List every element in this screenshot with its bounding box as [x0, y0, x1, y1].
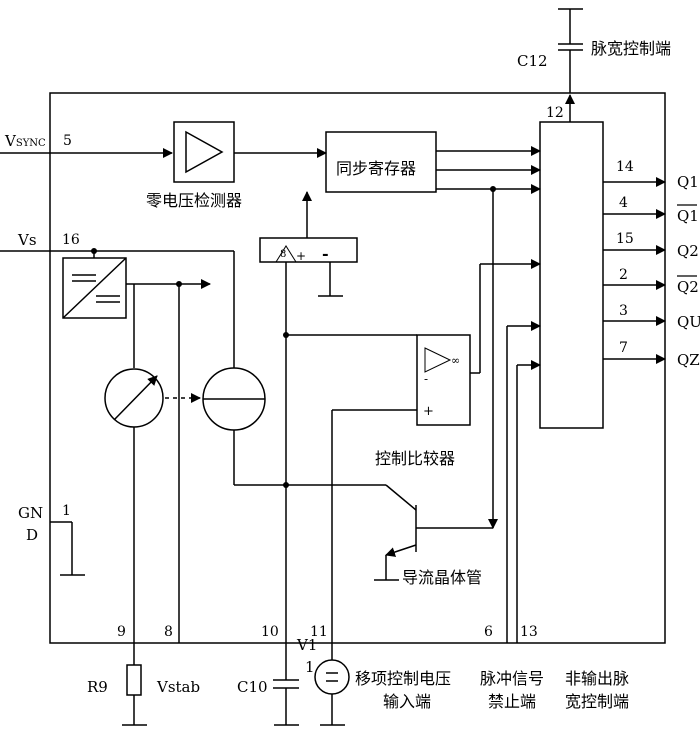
vs-label: Vs — [17, 231, 37, 249]
pin-6: 6 — [484, 624, 493, 640]
v1-label: V1 — [296, 636, 317, 654]
pin-8: 8 — [164, 624, 173, 640]
output-q1: Q1 — [677, 173, 699, 191]
comparator-plus: + — [423, 404, 434, 419]
amp-plus: + — [296, 249, 306, 263]
pin-12: 12 — [546, 105, 564, 121]
transistor-label: 导流晶体管 — [402, 568, 482, 587]
pin-16: 16 — [62, 232, 80, 248]
output-q2: Q2 — [677, 242, 699, 260]
v1-pin-label: 1 — [305, 658, 315, 676]
control-comparator-label: 控制比较器 — [375, 449, 455, 468]
comparator-infinity: ∞ — [451, 354, 460, 367]
output-qz: QZ — [677, 351, 700, 369]
sync-register-label: 同步寄存器 — [336, 159, 416, 178]
pin-3: 3 — [619, 303, 628, 319]
gnd-label-bottom: D — [26, 526, 38, 544]
pulse-inhibit-label-1: 脉冲信号 — [480, 669, 544, 688]
zero-detector-box — [173, 121, 235, 183]
c12-label: C12 — [517, 52, 548, 70]
reference-source-box — [62, 257, 127, 319]
vsync-label: VSYNC — [4, 132, 46, 150]
phase-control-label-2: 输入端 — [383, 692, 431, 711]
gnd-label-top: GN — [18, 504, 43, 522]
phase-control-label-1: 移项控制电压 — [355, 669, 451, 688]
pin-5: 5 — [63, 133, 72, 149]
vstab-label: Vstab — [156, 678, 200, 696]
amp-pin-8: 8 — [280, 249, 286, 260]
output-logic-block — [539, 121, 604, 429]
pin-13: 13 — [520, 624, 538, 640]
amp-box — [259, 237, 358, 263]
meter-circle — [104, 368, 164, 428]
output-qu: QU — [677, 313, 700, 331]
pulse-width-control-label: 脉宽控制端 — [591, 39, 671, 58]
zero-detector-label: 零电压检测器 — [146, 191, 242, 210]
output-q2-bar: Q2 — [677, 278, 699, 296]
r9-label: R9 — [87, 678, 108, 696]
pin-4: 4 — [619, 195, 628, 211]
non-output-label-2: 宽控制端 — [565, 692, 629, 711]
pin-11: 11 — [310, 624, 328, 640]
pin-10: 10 — [261, 624, 279, 640]
ic-boundary — [49, 92, 666, 644]
pin-15: 15 — [616, 231, 634, 247]
output-q1-bar: Q1 — [677, 207, 699, 225]
pin-2: 2 — [619, 267, 628, 283]
c10-label: C10 — [237, 678, 268, 696]
comparator-box — [416, 334, 471, 426]
sync-register-box — [325, 131, 437, 193]
non-output-label-1: 非输出脉 — [565, 669, 629, 688]
pulse-inhibit-label-2: 禁止端 — [488, 692, 536, 711]
pin-9: 9 — [117, 624, 126, 640]
pin-7: 7 — [619, 340, 628, 356]
amp-minus: - — [322, 244, 329, 263]
pin-1: 1 — [62, 503, 71, 519]
comparator-minus: - — [424, 372, 428, 386]
pin-14: 14 — [616, 159, 634, 175]
